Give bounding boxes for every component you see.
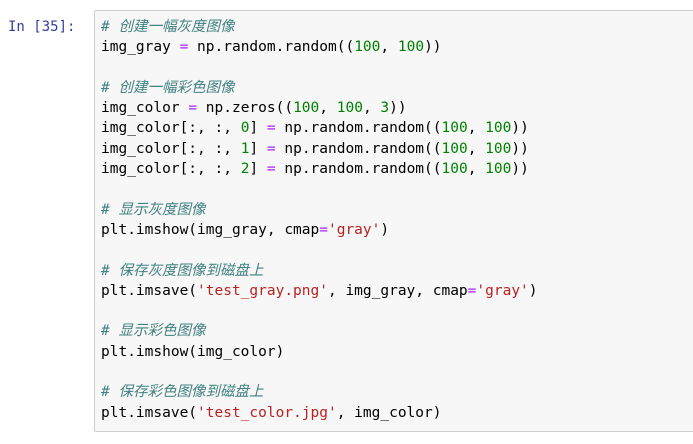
code-line: # 保存彩色图像到磁盘上 xyxy=(101,382,538,402)
code-line: plt.imshow(img_gray, cmap='gray') xyxy=(101,220,538,240)
code-token-text: plt.imshow(img_gray, cmap xyxy=(101,221,320,238)
code-token-comment: # 保存彩色图像到磁盘上 xyxy=(101,384,264,401)
code-token-op: = xyxy=(467,282,477,299)
code-token-text: img_color xyxy=(101,100,189,117)
code-token-num: 1 xyxy=(240,140,250,157)
code-line xyxy=(101,179,538,199)
code-token-num: 3 xyxy=(380,100,390,117)
code-token-num: 100 xyxy=(485,140,512,157)
code-token-text: , xyxy=(467,140,486,157)
code-token-op: = xyxy=(188,100,198,117)
code-token-comment: # 保存灰度图像到磁盘上 xyxy=(101,262,264,279)
code-token-num: 100 xyxy=(441,120,468,137)
code-token-num: 2 xyxy=(240,161,250,178)
code-token-text: )) xyxy=(424,39,442,56)
code-token-text: )) xyxy=(511,140,529,157)
code-token-op: = xyxy=(266,120,276,137)
code-token-text: , xyxy=(467,120,486,137)
code-token-text: , xyxy=(319,100,337,117)
code-line: # 创建一幅灰度图像 xyxy=(101,17,538,37)
code-token-text: , img_color) xyxy=(336,404,442,421)
code-token-text: , xyxy=(362,100,381,117)
code-token-num: 100 xyxy=(293,100,320,117)
code-line xyxy=(101,240,538,260)
code-token-text: , xyxy=(467,161,486,178)
code-token-op: = xyxy=(266,140,276,157)
code-token-text: img_color[:, :, xyxy=(101,161,241,178)
code-token-op: = xyxy=(179,39,189,56)
code-token-op: = xyxy=(319,221,328,238)
code-token-text: , img_gray, cmap xyxy=(327,282,468,299)
code-token-str: 'test_gray.png' xyxy=(197,282,328,299)
code-token-text: ] xyxy=(249,140,267,157)
code-token-num: 100 xyxy=(336,100,363,117)
cell-prompt: In [35]: xyxy=(8,19,76,35)
code-line: img_gray = np.random.random((100, 100)) xyxy=(101,37,538,57)
code-line: img_color[:, :, 2] = np.random.random((1… xyxy=(101,159,538,179)
code-token-text: np.random.random(( xyxy=(188,39,355,56)
code-token-text: , xyxy=(380,39,398,56)
code-line xyxy=(101,58,538,78)
code-token-text: np.random.random(( xyxy=(275,140,442,157)
code-token-text: )) xyxy=(511,161,529,178)
code-token-text: plt.imsave( xyxy=(101,404,198,421)
code-line: # 显示彩色图像 xyxy=(101,321,538,341)
code-token-text: ) xyxy=(528,282,538,299)
code-token-num: 100 xyxy=(354,39,381,56)
code-token-num: 100 xyxy=(397,39,425,56)
code-token-num: 100 xyxy=(441,161,468,178)
code-token-op: = xyxy=(266,161,276,178)
code-token-text: np.random.random(( xyxy=(275,120,442,137)
code-token-text: )) xyxy=(511,120,529,137)
code-token-text: ] xyxy=(249,120,267,137)
code-token-comment: # 显示灰度图像 xyxy=(101,201,206,218)
code-token-text: plt.imshow(img_color) xyxy=(101,343,285,360)
code-line: plt.imsave('test_gray.png', img_gray, cm… xyxy=(101,281,538,301)
code-token-comment: # 显示彩色图像 xyxy=(101,323,206,340)
code-line: img_color[:, :, 0] = np.random.random((1… xyxy=(101,118,538,138)
code-token-str: 'gray' xyxy=(327,221,381,238)
code-line: plt.imshow(img_color) xyxy=(101,342,538,362)
code-token-text: np.zeros(( xyxy=(197,100,294,117)
code-token-text: img_color[:, :, xyxy=(101,120,241,137)
code-token-num: 0 xyxy=(240,120,250,137)
code-line: # 保存灰度图像到磁盘上 xyxy=(101,261,538,281)
code-token-str: 'test_color.jpg' xyxy=(197,404,337,421)
code-token-num: 100 xyxy=(485,161,512,178)
code-token-num: 100 xyxy=(485,120,512,137)
code-token-num: 100 xyxy=(441,140,468,157)
code-line: # 创建一幅彩色图像 xyxy=(101,78,538,98)
code-token-text: np.random.random(( xyxy=(275,161,442,178)
code-token-comment: # 创建一幅彩色图像 xyxy=(101,79,235,96)
code-token-text: plt.imsave( xyxy=(101,282,198,299)
code-line xyxy=(101,362,538,382)
code-token-text: )) xyxy=(389,100,407,117)
code-line: # 显示灰度图像 xyxy=(101,200,538,220)
code-line: img_color[:, :, 1] = np.random.random((1… xyxy=(101,139,538,159)
code-token-text: ) xyxy=(380,221,390,238)
code-line: plt.imsave('test_color.jpg', img_color) xyxy=(101,403,538,423)
code-token-str: 'gray' xyxy=(476,282,529,299)
code-token-text: img_color[:, :, xyxy=(101,140,241,157)
code-token-comment: # 创建一幅灰度图像 xyxy=(101,19,235,35)
code-line xyxy=(101,301,538,321)
code-token-text: ] xyxy=(249,161,267,178)
code-token-text: img_gray xyxy=(101,39,180,56)
code-line: img_color = np.zeros((100, 100, 3)) xyxy=(101,98,538,118)
